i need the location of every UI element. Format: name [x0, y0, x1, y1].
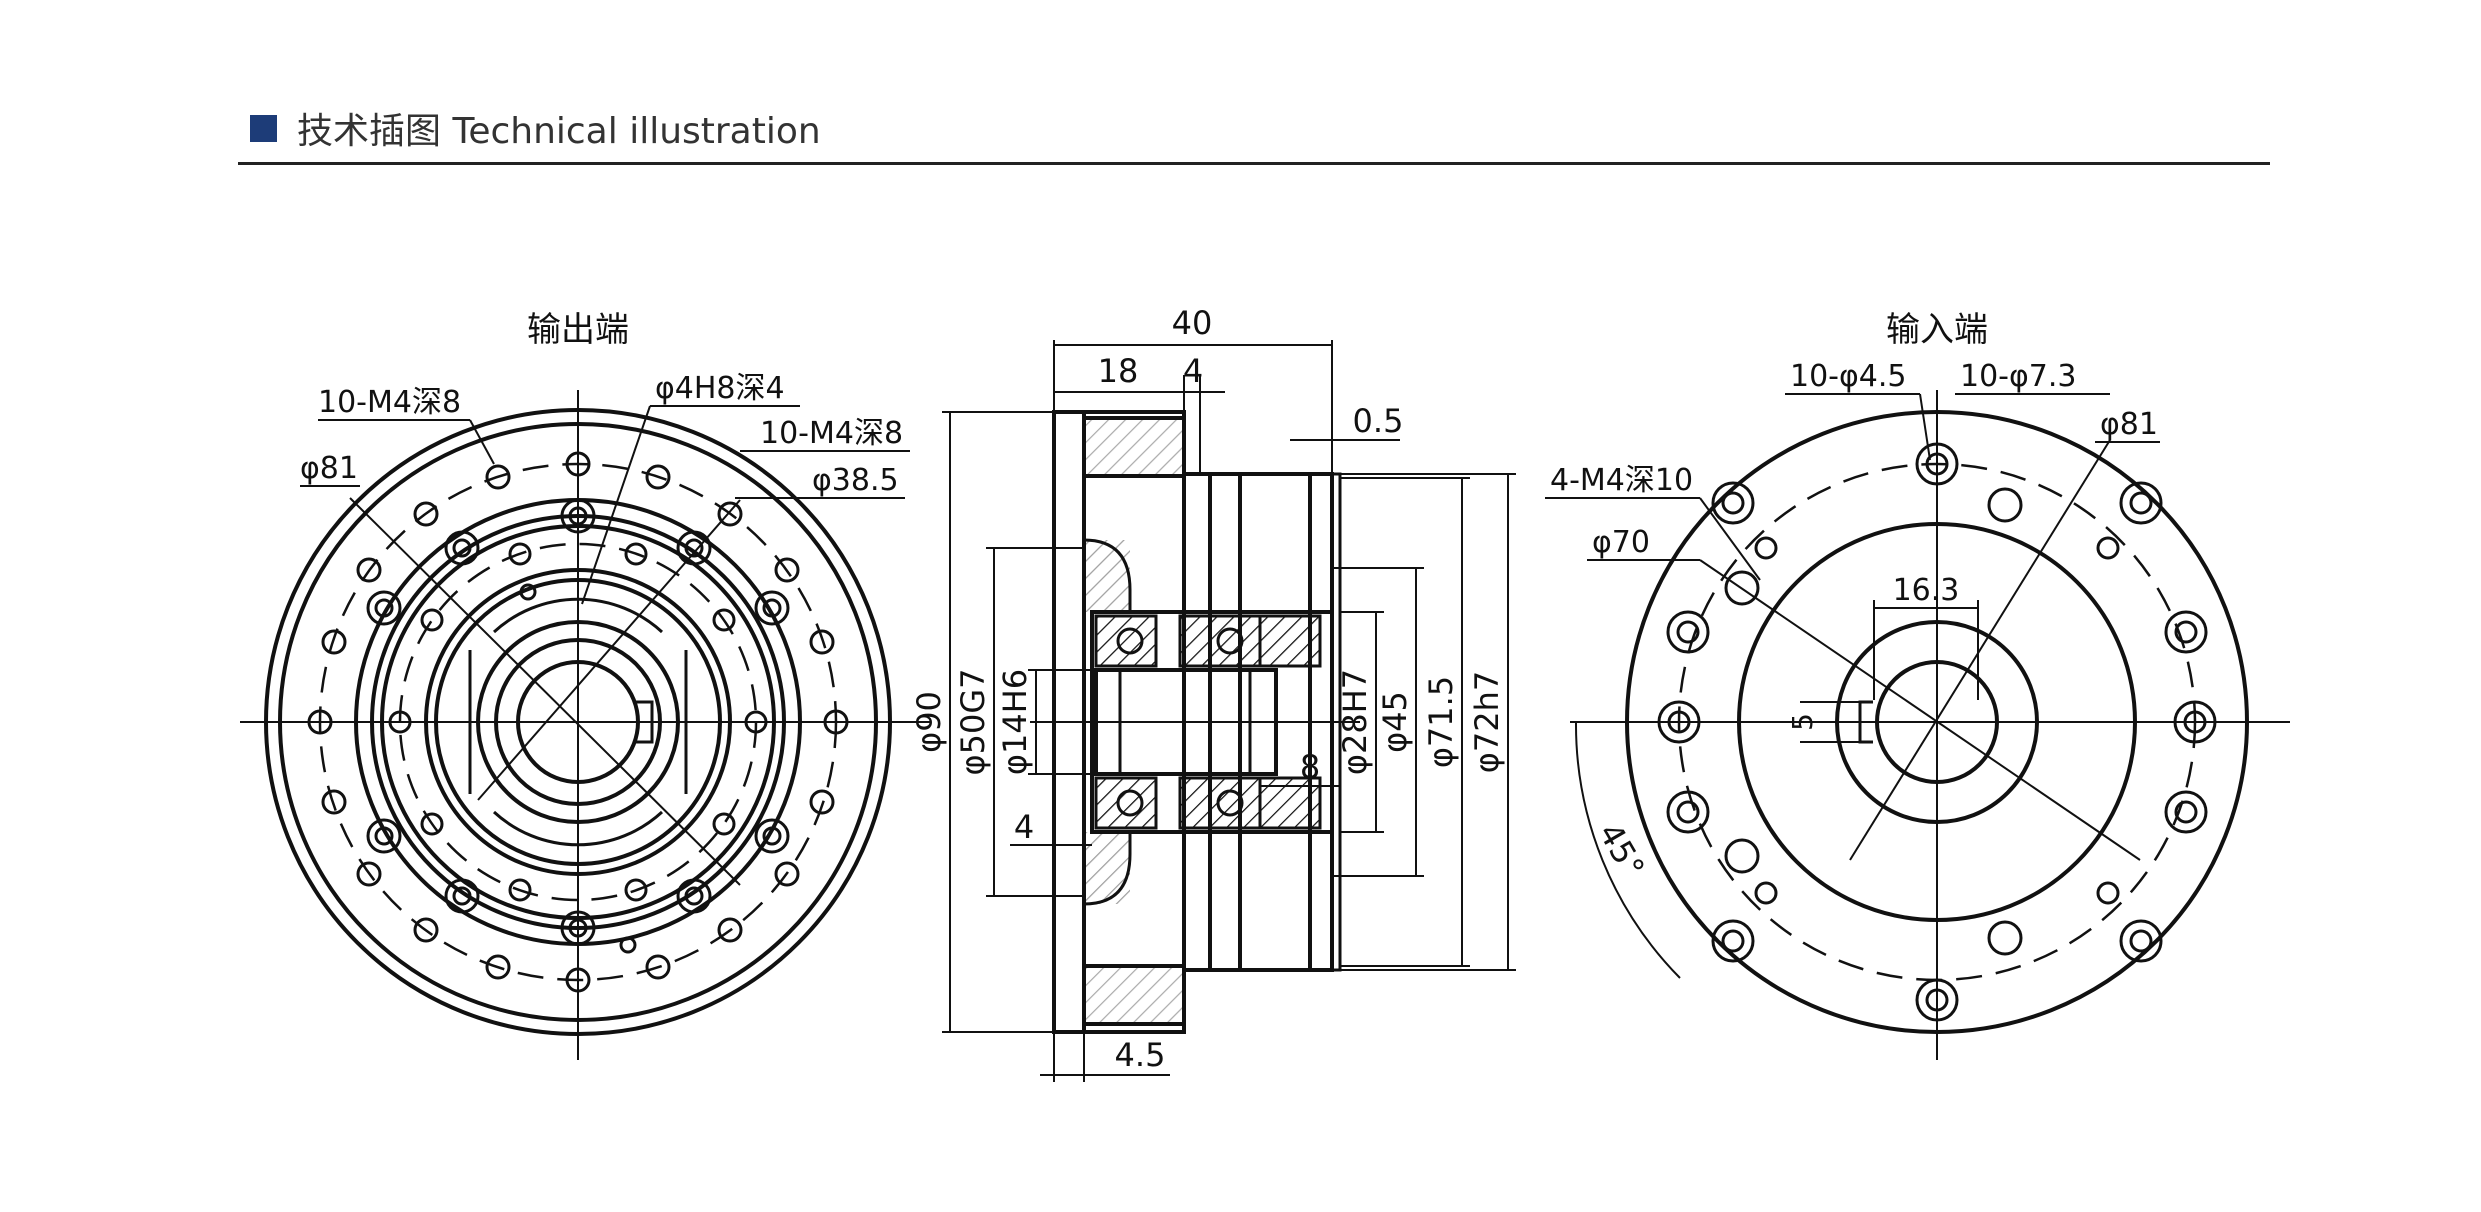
output-label-inner-bolts: 10-M4深8: [760, 416, 903, 451]
section-dim-4-5: 4.5: [1115, 1036, 1166, 1074]
input-label-holes-7-3: 10-φ7.3: [1960, 359, 2077, 394]
input-label-angle-45: 45°: [1591, 816, 1652, 884]
input-label-key-5: 5: [1786, 713, 1819, 731]
section-dim-28h7: φ28H7: [1336, 669, 1374, 775]
input-view-title: 输入端: [1886, 310, 1988, 350]
section-dim-4-top: 4: [1183, 352, 1203, 390]
input-label-holes-4-5: 10-φ4.5: [1790, 359, 1907, 394]
section-dim-40: 40: [1172, 304, 1213, 342]
output-label-dia-81: φ81: [300, 451, 358, 486]
input-label-key-16-3: 16.3: [1893, 573, 1960, 608]
section-dim-8: 8: [1300, 748, 1320, 786]
output-view-title: 输出端: [527, 310, 629, 350]
output-label-outer-bolts: 10-M4深8: [318, 385, 461, 420]
input-label-thread-4: 4-M4深10: [1550, 463, 1693, 498]
input-label-dia-70: φ70: [1592, 525, 1650, 560]
section-dim-50g7: φ50G7: [954, 669, 992, 776]
section-dim-4-left: 4: [1014, 808, 1034, 846]
section-dim-45: φ45: [1376, 691, 1414, 753]
output-end-view: 输出端: [240, 310, 930, 1060]
output-label-pin-hole: φ4H8深4: [655, 371, 785, 406]
output-label-dia-38-5: φ38.5: [812, 463, 899, 498]
square-marker-icon: [250, 114, 277, 142]
section-dim-0-5: 0.5: [1353, 402, 1404, 440]
section-dim-90: φ90: [910, 691, 948, 753]
cross-section-view: 40 18 4 0.5 φ90 φ50G7 φ14H6 4 8: [910, 304, 1516, 1082]
section-header: 技术插图 Technical illustration: [250, 103, 821, 153]
header-divider: [238, 162, 2270, 165]
section-dim-14h6: φ14H6: [996, 669, 1034, 775]
section-title: 技术插图 Technical illustration: [297, 111, 821, 152]
section-dim-18: 18: [1098, 352, 1139, 390]
section-dim-71-5: φ71.5: [1422, 676, 1460, 768]
input-end-view: 输入端: [1545, 310, 2290, 1060]
input-label-dia-81: φ81: [2100, 407, 2158, 442]
section-dim-72h7: φ72h7: [1468, 671, 1506, 773]
